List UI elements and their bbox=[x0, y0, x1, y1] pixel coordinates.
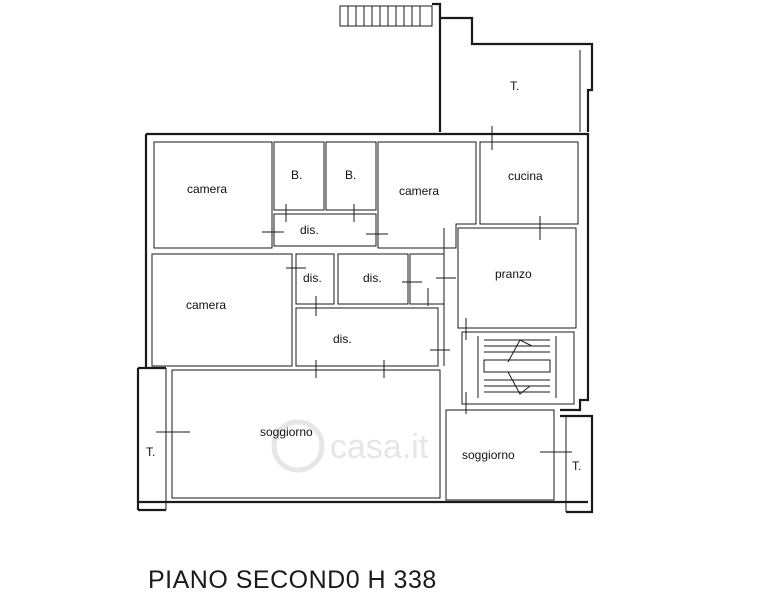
room-camera-1 bbox=[153, 141, 273, 249]
watermark-text: casa.it bbox=[330, 428, 429, 466]
central-stair bbox=[461, 331, 575, 405]
watermark: casa.it bbox=[271, 419, 429, 473]
label-terrace-right: T. bbox=[572, 459, 581, 473]
terrace-top-wall bbox=[432, 2, 442, 132]
label-kitchen: cucina bbox=[508, 169, 543, 183]
label-dining: pranzo bbox=[495, 267, 532, 281]
top-stair bbox=[339, 5, 433, 27]
label-bath-1: B. bbox=[291, 168, 302, 182]
watermark-logo-icon bbox=[271, 419, 325, 473]
room-dis-1 bbox=[273, 213, 377, 247]
label-dis-4: dis. bbox=[333, 332, 352, 346]
room-kitchen bbox=[479, 141, 579, 225]
outer-wall bbox=[146, 132, 590, 412]
room-living-1 bbox=[171, 369, 441, 499]
label-camera-2: camera bbox=[399, 184, 439, 198]
room-camera-3 bbox=[151, 253, 293, 367]
label-dis-1: dis. bbox=[300, 223, 319, 237]
label-dis-2: dis. bbox=[303, 271, 322, 285]
room-dining bbox=[457, 227, 577, 329]
room-living-2 bbox=[445, 409, 555, 501]
label-bath-2: B. bbox=[345, 168, 356, 182]
label-camera-1: camera bbox=[187, 182, 227, 196]
label-dis-3: dis. bbox=[363, 271, 382, 285]
terrace-top-outline bbox=[440, 16, 594, 132]
room-camera-2 bbox=[377, 141, 477, 249]
room-dis-4 bbox=[295, 307, 439, 367]
room-bath-1 bbox=[273, 141, 325, 211]
door-marks bbox=[156, 126, 572, 453]
label-living-2: soggiorno bbox=[462, 448, 515, 462]
label-terrace-top: T. bbox=[510, 79, 519, 93]
plan-caption: PIANO SECOND0 H 338 bbox=[148, 566, 437, 594]
room-bath-2 bbox=[325, 141, 377, 211]
label-camera-3: camera bbox=[186, 298, 226, 312]
room-dis-3 bbox=[337, 253, 409, 305]
label-living-1: soggiorno bbox=[260, 425, 313, 439]
room-dis-2 bbox=[295, 253, 335, 305]
label-terrace-left: T. bbox=[146, 445, 155, 459]
